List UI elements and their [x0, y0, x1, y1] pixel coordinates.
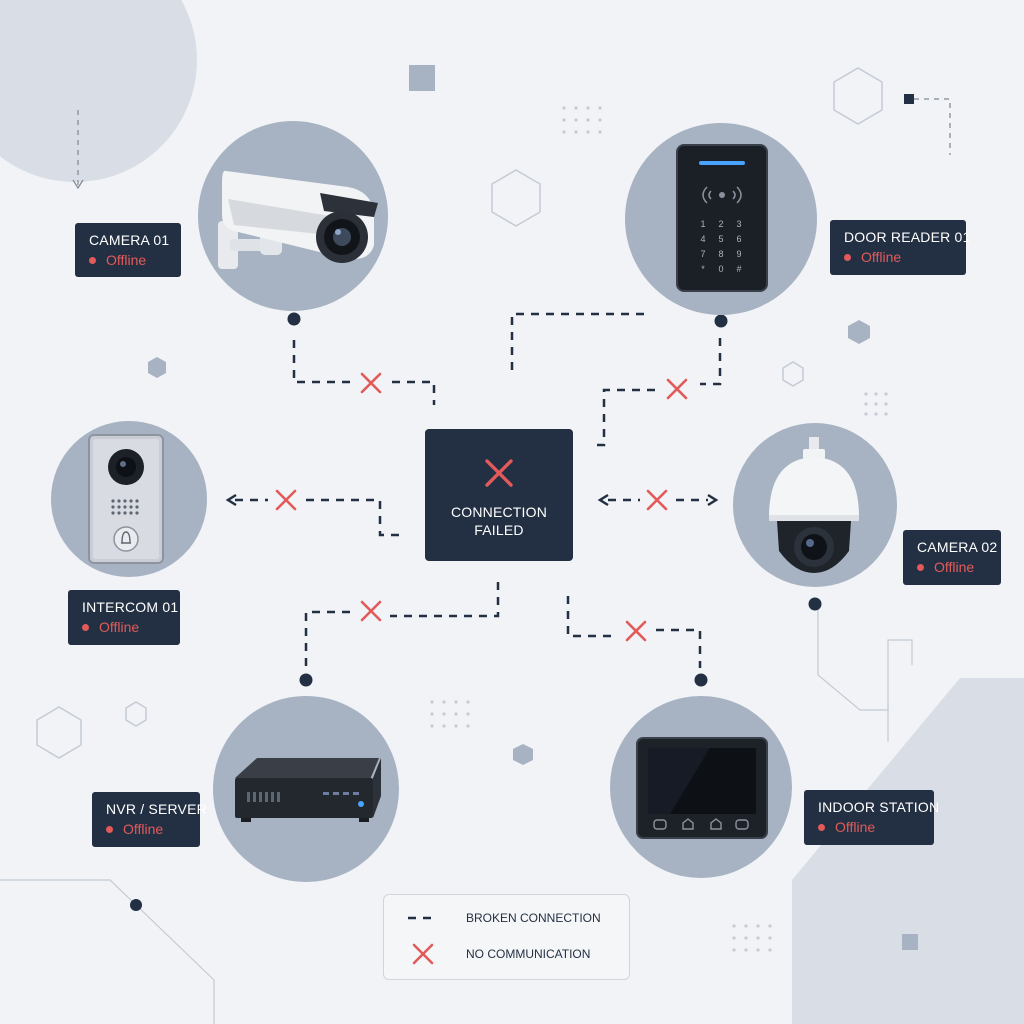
decor-circle: [0, 0, 197, 182]
center-label-line: CONNECTION: [450, 504, 548, 520]
x-icon: [360, 372, 382, 394]
status-dot-icon: [818, 823, 825, 831]
decor-hexagon-filled: [848, 320, 870, 344]
legend-label: BROKEN CONNECTION: [466, 911, 601, 925]
indoor-monitor-icon: [636, 737, 768, 839]
status-badge: Offline: [89, 252, 167, 268]
decor-hexagon-filled: [148, 357, 166, 378]
x-icon: [666, 378, 688, 400]
nvr-server-label: NVR / SERVER Offline: [92, 792, 207, 847]
door-reader-01-device[interactable]: 1 2 3 4 5 6 7 8 9 * 0 #: [625, 123, 817, 315]
status-badge: Offline: [106, 821, 186, 837]
device-name: CAMERA 01: [89, 232, 170, 248]
decor-square: [902, 934, 918, 950]
status-dot-icon: [917, 563, 924, 571]
intercom-icon: [88, 434, 164, 564]
keypad-key: 0: [718, 264, 723, 274]
link-door-reader-a: [510, 312, 650, 370]
dashed-line-icon: [408, 916, 436, 920]
no-communication-marks: [275, 372, 688, 642]
door-reader-01-label: DOOR READER 01 Offline: [830, 220, 971, 275]
decor-polygon: [792, 678, 1024, 1024]
device-name: INTERCOM 01: [82, 599, 179, 615]
connection-failed-panel: CONNECTION FAILED: [425, 429, 573, 561]
decor-square: [904, 94, 914, 104]
x-icon: [485, 459, 513, 487]
keypad-key: #: [736, 264, 741, 274]
x-icon: [625, 620, 647, 642]
decor-hexagon: [125, 701, 147, 727]
decor-hexagon: [36, 706, 82, 759]
link-indoor-b: [656, 628, 702, 668]
keypad-key: *: [701, 264, 705, 274]
bullet-camera-icon: [218, 170, 378, 269]
status-badge: Offline: [82, 619, 166, 635]
status-badge: Offline: [917, 559, 987, 575]
legend-no-communication: NO COMMUNICATION: [406, 943, 590, 965]
link-door-reader-b: [700, 338, 722, 386]
link-camera-01-a: [292, 340, 350, 384]
connection-failed-text: CONNECTION FAILED: [425, 503, 573, 539]
camera-02-label: CAMERA 02 Offline: [903, 530, 1001, 585]
keypad-key: 6: [736, 234, 741, 244]
x-icon: [646, 489, 668, 511]
status-dot-icon: [82, 623, 89, 631]
decor-hexagon-filled: [513, 744, 533, 765]
status-badge: Offline: [818, 819, 920, 835]
status-dot-icon: [844, 253, 851, 261]
intercom-01-label: INTERCOM 01 Offline: [68, 590, 180, 645]
link-camera-01-b: [392, 380, 436, 405]
keypad-key: 8: [718, 249, 723, 259]
status-badge: Offline: [844, 249, 952, 265]
link-nvr-a: [390, 582, 500, 618]
keypad-key: 5: [718, 234, 723, 244]
broken-connections: [235, 312, 722, 668]
camera-01-device[interactable]: [198, 121, 388, 311]
nvr-server-device[interactable]: [213, 696, 399, 882]
device-name: CAMERA 02: [917, 539, 998, 555]
indoor-station-device[interactable]: [610, 696, 792, 878]
device-name: NVR / SERVER: [106, 801, 207, 817]
keypad-key: 4: [700, 234, 705, 244]
device-name: DOOR READER 01: [844, 229, 971, 245]
indoor-station-label: INDOOR STATION Offline: [804, 790, 940, 845]
legend-broken-connection: BROKEN CONNECTION: [406, 911, 601, 925]
keypad-key: 3: [736, 219, 741, 229]
status-dot-icon: [106, 825, 113, 833]
status-dot-icon: [89, 256, 96, 264]
x-icon: [412, 943, 434, 965]
camera-02-device[interactable]: [733, 423, 897, 587]
link-nvr-b: [304, 610, 350, 668]
keypad-key: 2: [718, 219, 723, 229]
keypad-key: 1: [700, 219, 705, 229]
decor-hexagon: [782, 361, 804, 387]
dome-camera-icon: [769, 437, 859, 573]
x-icon: [360, 600, 382, 622]
nvr-icon: [235, 758, 381, 822]
keypad-reader-icon: 1 2 3 4 5 6 7 8 9 * 0 #: [676, 144, 768, 292]
decor-node: [130, 899, 142, 911]
legend-label: NO COMMUNICATION: [466, 947, 591, 961]
center-label-line: FAILED: [474, 522, 524, 538]
decor-hexagon: [491, 169, 541, 227]
keypad-key: 9: [736, 249, 741, 259]
decor-hexagon: [833, 67, 883, 125]
link-intercom-b: [306, 498, 400, 537]
x-icon: [275, 489, 297, 511]
decor-square: [409, 65, 435, 91]
link-indoor-a: [566, 596, 614, 638]
camera-01-label: CAMERA 01 Offline: [75, 223, 181, 277]
device-name: INDOOR STATION: [818, 799, 940, 815]
keypad-key: 7: [700, 249, 705, 259]
legend: BROKEN CONNECTION NO COMMUNICATION: [383, 894, 630, 980]
link-door-reader-c: [594, 388, 655, 447]
intercom-01-device[interactable]: [51, 421, 207, 577]
